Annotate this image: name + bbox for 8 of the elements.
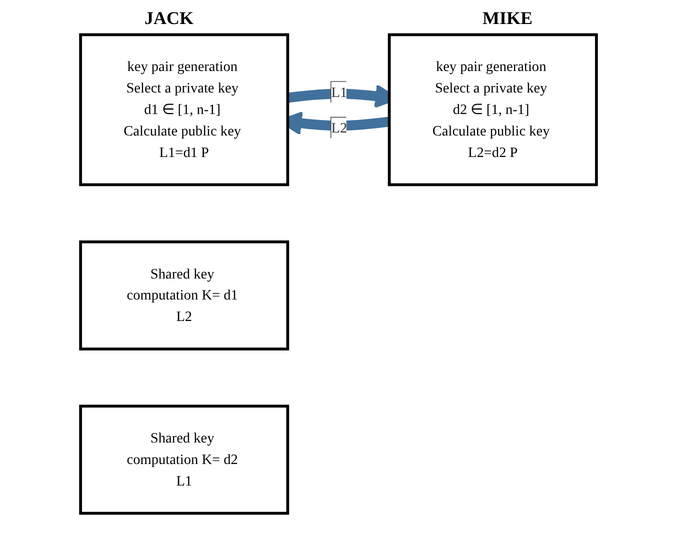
column-heading: MIKE [482,8,532,29]
edge-label: L1 [330,81,346,103]
column-heading: JACK [144,8,194,29]
node-box: Shared key computation K= d1 L2 [79,240,290,350]
node-box: Shared key computation K= d2 L1 [79,404,290,515]
edge-label: L2 [330,116,346,138]
node-box: key pair generation Select a private key d2 ∈ [1, n-1] Calculate public key L2=d2 P [388,33,598,186]
node-box: key pair generation Select a private key d1 ∈ [1, n-1] Calculate public key L1=d1 P [79,33,290,186]
